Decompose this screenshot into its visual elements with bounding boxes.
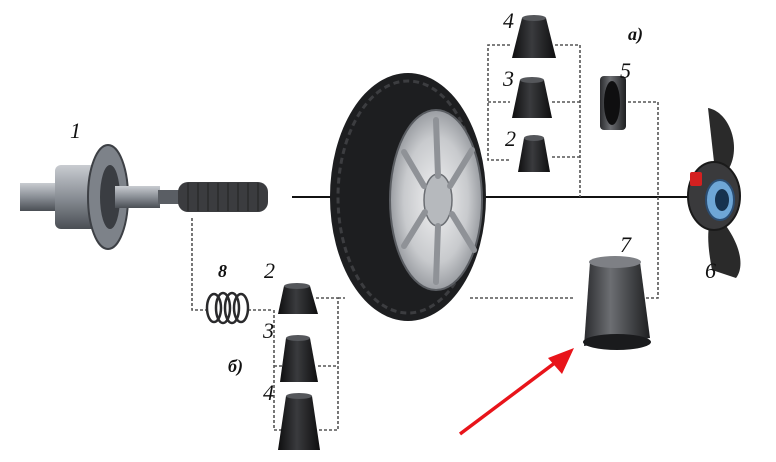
label-cone-large-b: 4 xyxy=(263,380,274,405)
label-cone-large-a: 4 xyxy=(503,8,514,33)
label-cone-small-b: 2 xyxy=(264,258,275,283)
label-variant-b: б) xyxy=(228,356,243,377)
tyre-wheel xyxy=(330,73,486,321)
spacer-ring xyxy=(600,76,626,130)
quick-release-wing-nut xyxy=(687,108,741,278)
spring xyxy=(205,291,250,325)
label-variant-a: а) xyxy=(628,24,643,45)
label-cone-mid-b: 3 xyxy=(262,318,274,343)
label-shaft: 1 xyxy=(70,118,81,143)
label-cone-mid-a: 3 xyxy=(502,66,514,91)
connector-lines xyxy=(191,44,690,431)
red-arrow-icon xyxy=(458,348,574,436)
cone-group-b xyxy=(278,283,320,450)
label-spring: 8 xyxy=(218,261,227,281)
label-spacer: 5 xyxy=(620,58,631,83)
label-cup: 7 xyxy=(620,232,632,257)
label-wing-nut: 6 xyxy=(705,258,716,283)
cone-group-a xyxy=(512,15,556,172)
label-cone-small-a: 2 xyxy=(505,126,516,151)
pressure-cup xyxy=(583,256,651,350)
balancer-shaft xyxy=(20,144,268,250)
part-labels: 1 4 3 2 а) 5 6 7 8 2 3 б) 4 xyxy=(70,8,716,405)
